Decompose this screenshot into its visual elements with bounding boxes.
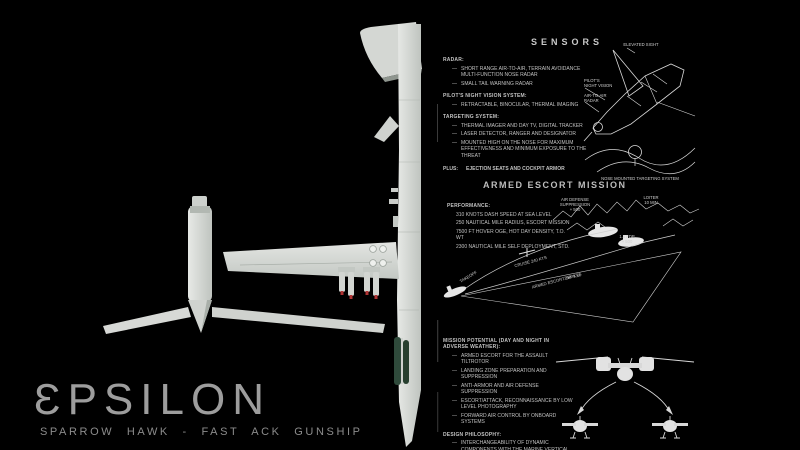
weapon-pylons (338, 267, 380, 299)
sensor-sketch: ELEVATED SIGHT PILOT'S NIGHT VISION AIR-… (583, 42, 696, 181)
logo-block: ƐPSILON SPARROW HAWK - FAST ACK GUNSHIP (34, 375, 363, 439)
label-fdp-2: + 500 (622, 239, 633, 244)
mission-potential-text: MISSION POTENTIAL (DAY AND NIGHT IN ADVE… (443, 338, 575, 450)
nose-outline (592, 63, 685, 135)
mountains (552, 199, 700, 221)
tail-stub (374, 116, 399, 142)
wing (608, 363, 642, 368)
arrow-right (633, 381, 671, 413)
antenna (389, 199, 398, 204)
logo-title: ƐPSILON (34, 375, 271, 424)
targeting-label: TARGETING SYSTEM: (443, 114, 500, 120)
label-ads-2: SUPPRESSION (560, 202, 590, 207)
prop-blade-left (103, 307, 191, 334)
list-item: 310 KNOTS DASH SPEED AT SEA LEVEL (456, 211, 552, 218)
mission-heading: ARMED ESCORT MISSION (483, 180, 627, 190)
label-loiter-1: LOITER (643, 195, 658, 200)
list-item: 2300 NAUTICAL MILE SELF DEPLOYMENT, STD. (456, 243, 570, 250)
missile-tip (374, 295, 378, 299)
plus-line: PLUS:EJECTION SEATS AND COCKPIT ARMOR (443, 166, 565, 172)
label-radar-2: RADAR (584, 98, 599, 103)
performance-label: PERFORMANCE: (447, 203, 491, 209)
spec-sheet: SENSORS RADAR: —SHORT RANGE AIR-TO-AIR, … (435, 0, 700, 450)
label-loiter-2: 10 MIN (644, 200, 658, 205)
nose-radar-ball (593, 122, 603, 132)
mission-potential-label: MISSION POTENTIAL (DAY AND NIGHT IN ADVE… (443, 338, 550, 351)
label-pnvs-1: PILOT'S (584, 78, 600, 83)
arrow-left (579, 381, 617, 413)
logo-subtitle: SPARROW HAWK - FAST ACK GUNSHIP (40, 426, 363, 438)
missile-tip (365, 291, 369, 295)
label-radar-1: AIR-TO-AIR (584, 93, 607, 98)
list-item: —SMALL TAIL WARNING RADAR (452, 80, 533, 87)
label-elevated-sight: ELEVATED SIGHT (623, 42, 659, 47)
list-item: —LANDING ZONE PREPARATION AND SUPPRESSIO… (452, 368, 547, 381)
list-item: —LASER DETECTOR, RANGER AND DESIGNATOR (452, 131, 577, 138)
rotor-nacelle (188, 206, 212, 302)
aircraft-render (103, 22, 439, 447)
enroute-aircraft (518, 248, 536, 257)
antenna (393, 216, 398, 227)
canopy-glass (403, 340, 409, 384)
nacelle (596, 357, 611, 371)
list-item: 7500 FT HOVER OGE, HOT DAY DENSITY, T.O.… (456, 228, 565, 242)
missile-tip (340, 291, 344, 295)
elevated-sight-blade (612, 49, 644, 97)
design-philosophy-label: DESIGN PHILOSOPHY: (443, 431, 502, 438)
list-item: —ARMED ESCORT FOR THE ASSAULT TILTROTOR (452, 353, 548, 366)
label-ads-3: + 500 (570, 207, 581, 212)
label-ads-1: AIR DEFENSE (561, 197, 589, 202)
sensors-heading: SENSORS (531, 37, 604, 47)
prop-blade-right (212, 307, 385, 333)
performance-text: PERFORMANCE: 310 KNOTS DASH SPEED AT SEA… (447, 203, 572, 250)
radius-line (460, 251, 682, 323)
label-fdp-1: 1.5 FDP (619, 234, 635, 239)
gunship-variant-left (562, 416, 598, 439)
label-radius: 250 N.M. (564, 272, 582, 280)
label-nose-targeting: NOSE MOUNTED TARGETING SYSTEM (601, 176, 679, 181)
list-item: —ESCORT/ATTACK, RECONNAISSANCE BY LOW LE… (452, 398, 573, 411)
list-item: —MOUNTED HIGH ON THE NOSE FOR MAXIMUM EF… (452, 139, 587, 159)
pnvs-label: PILOT'S NIGHT VISION SYSTEM: (443, 93, 527, 99)
list-item: —RETRACTABLE, BINOCULAR, THERMAL IMAGING (452, 101, 579, 108)
sensors-text: RADAR: —SHORT RANGE AIR-TO-AIR, TERRAIN … (443, 57, 595, 172)
escort-path (462, 228, 618, 291)
antenna (391, 188, 398, 192)
nacelle (639, 357, 654, 371)
list-item: —THERMAL IMAGER AND DAY TV, DIGITAL TRAC… (452, 122, 583, 129)
wing-root-fittings (369, 245, 387, 267)
label-cruise: CRUISE 240 KTS (514, 255, 548, 268)
commonality-sketch (555, 356, 695, 439)
terrain-contours (584, 147, 696, 166)
gunship-variant-right (652, 416, 688, 439)
missile-tip (349, 295, 353, 299)
targeting-ball (628, 145, 642, 159)
takeoff-aircraft (443, 285, 467, 298)
mission-profile-diagram: AIR DEFENSE SUPPRESSION + 500 LOITER 10 … (443, 195, 700, 323)
label-pnvs-2: NIGHT VISION (584, 83, 612, 88)
list-item: —ANTI-ARMOR AND AIR DEFENSE SUPPRESSION (452, 383, 539, 396)
fuselage (397, 24, 421, 447)
fuselage-front (617, 367, 633, 381)
list-item: —SHORT RANGE AIR-TO-AIR, TERRAIN AVOIDAN… (452, 65, 581, 78)
list-item: —FORWARD AIR CONTROL BY ONBOARD SYSTEMS (452, 413, 557, 426)
radar-label: RADAR: (443, 57, 464, 63)
list-item: 250 NAUTICAL MILE RADIUS, ESCORT MISSION (456, 220, 570, 227)
list-item: —INTERCHANGEABILITY OF DYNAMIC COMPONENT… (452, 440, 569, 450)
return-path (464, 234, 676, 295)
canopy-glass (394, 337, 401, 385)
